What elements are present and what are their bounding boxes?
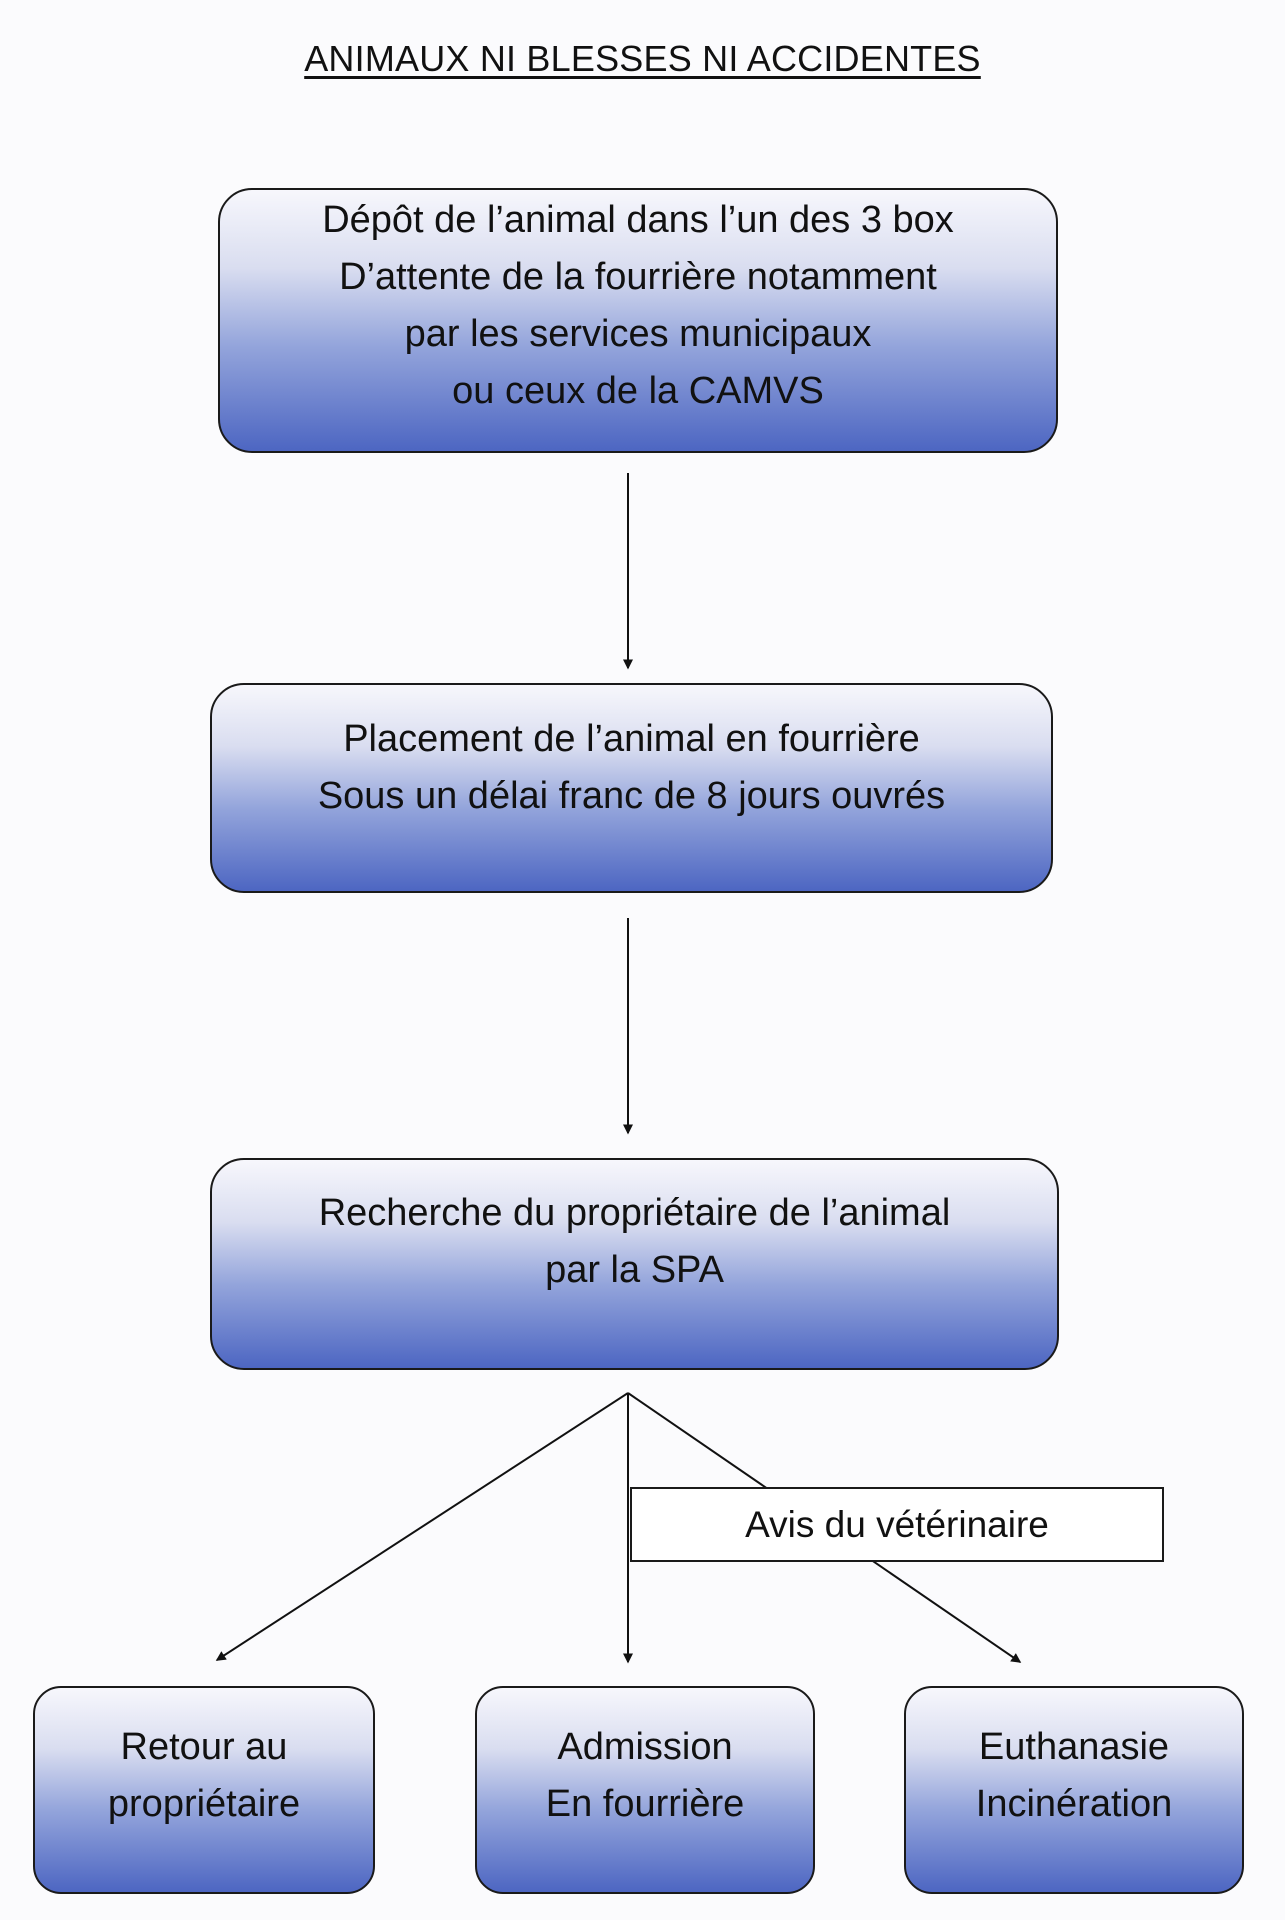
- step-box-placement: Placement de l’animal en fourrière Sous …: [210, 683, 1053, 893]
- outcome-line: Euthanasie: [978, 1726, 1170, 1768]
- outcome-line: Retour au: [120, 1726, 288, 1768]
- step-line: Dépôt de l’animal dans l’un des 3 box: [322, 198, 954, 241]
- step-line: par la SPA: [545, 1249, 724, 1291]
- outcome-box-return-owner: Retour au propriétaire: [33, 1686, 375, 1894]
- outcome-line: En fourrière: [545, 1783, 745, 1825]
- branch-label-vet-opinion: Avis du vétérinaire: [630, 1487, 1164, 1562]
- step-line: ou ceux de la CAMVS: [452, 369, 824, 412]
- step-line: Recherche du propriétaire de l’animal: [318, 1192, 951, 1234]
- outcome-line: Incinération: [975, 1783, 1173, 1825]
- outcome-box-euthanasia: Euthanasie Incinération: [904, 1686, 1244, 1894]
- step-line: Placement de l’animal en fourrière: [343, 718, 920, 760]
- step-line: par les services municipaux: [404, 312, 872, 355]
- outcome-box-admission: Admission En fourrière: [475, 1686, 815, 1894]
- step-box-owner-search: Recherche du propriétaire de l’animal pa…: [210, 1158, 1059, 1370]
- step-line: D’attente de la fourrière notamment: [339, 255, 937, 298]
- outcome-line: propriétaire: [107, 1783, 301, 1825]
- step-line: Sous un délai franc de 8 jours ouvrés: [317, 775, 946, 817]
- diagram-title: ANIMAUX NI BLESSES NI ACCIDENTES: [304, 38, 981, 79]
- outcome-line: Admission: [557, 1726, 733, 1768]
- step-box-deposit: Dépôt de l’animal dans l’un des 3 box D’…: [218, 188, 1058, 453]
- arrow-to-outcome-return: [215, 1392, 629, 1661]
